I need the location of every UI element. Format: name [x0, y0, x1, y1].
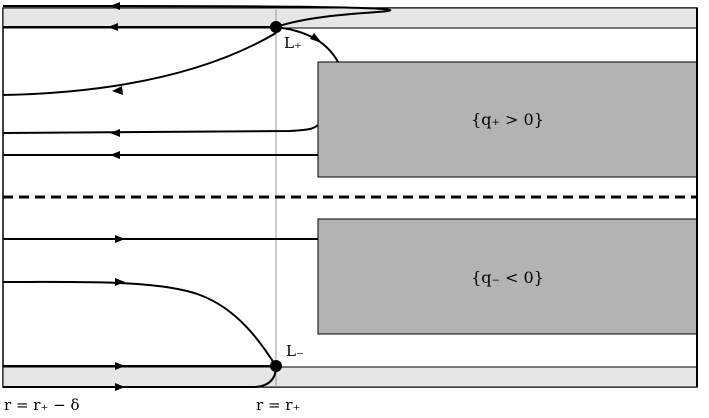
trajectory-top-loop	[114, 5, 392, 28]
arrow-l-plus-out	[310, 33, 322, 43]
l-minus-label: L₋	[286, 342, 304, 360]
l-plus-label: L₊	[284, 34, 302, 52]
arrow-straight-lower	[115, 235, 125, 243]
arrow-straight-upper	[110, 151, 120, 159]
axis-label-right: r = r₊	[256, 396, 301, 414]
arrow-lower-curve	[115, 278, 125, 286]
axis-label-left: r = r₊ − δ	[4, 396, 80, 414]
q-plus-region	[317, 61, 698, 178]
arrow-bottom-loop	[115, 383, 125, 391]
point-l-plus	[270, 21, 282, 33]
point-l-minus	[270, 360, 282, 372]
top-boundary-strip	[2, 7, 698, 29]
arrow-upper-curve	[112, 86, 123, 95]
bottom-boundary-strip	[2, 366, 698, 388]
arrow-mid-upper	[110, 129, 120, 137]
trajectory-lower-curve	[2, 280, 277, 367]
q-minus-label: {q₋ < 0}	[471, 268, 544, 287]
arrow-top-loop	[110, 2, 120, 10]
q-minus-region	[317, 218, 698, 335]
arrow-bottom-edge	[115, 362, 125, 370]
q-plus-label: {q₊ > 0}	[471, 110, 544, 129]
arrow-top-edge	[108, 23, 118, 31]
trajectory-mid-upper	[2, 124, 319, 134]
trajectory-upper-curve	[2, 32, 277, 96]
trajectory-l-plus-out	[275, 26, 339, 63]
